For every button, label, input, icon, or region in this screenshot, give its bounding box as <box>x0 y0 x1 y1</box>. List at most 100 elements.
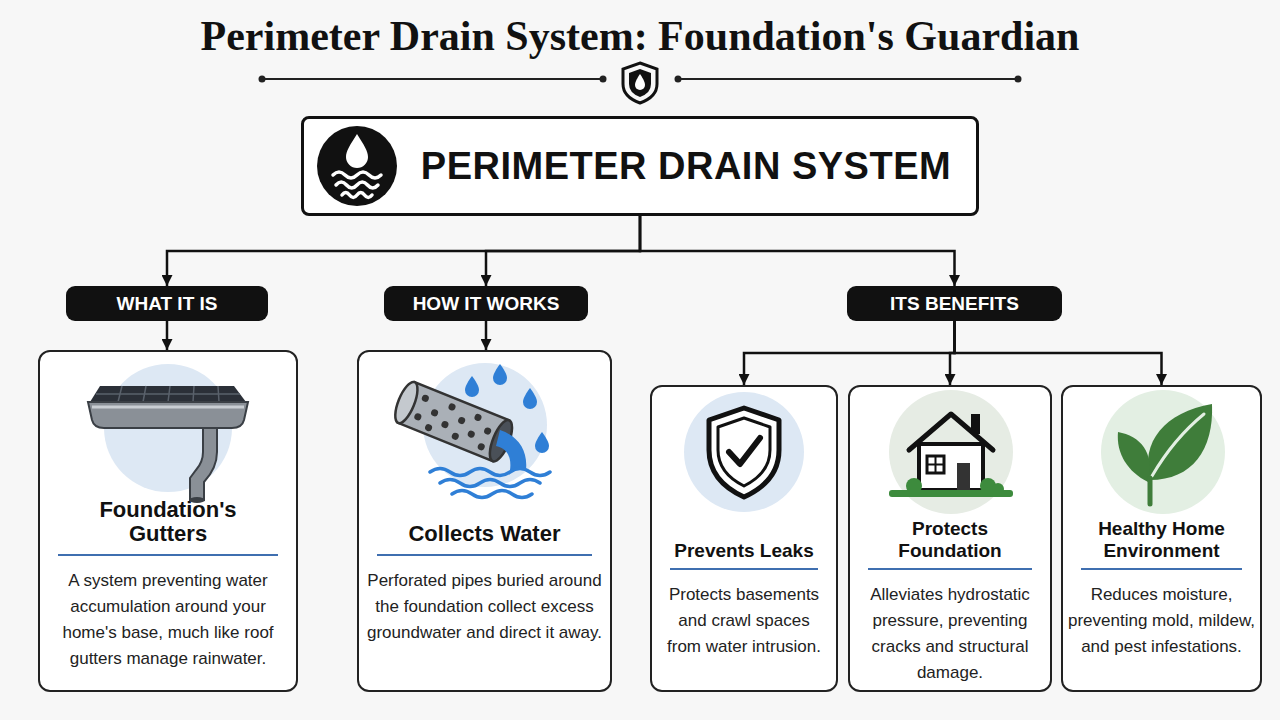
house-icon <box>889 390 1013 514</box>
water-wave <box>440 480 540 487</box>
water-drop <box>493 364 507 385</box>
perforated-pipe <box>391 379 517 464</box>
card-body-text: Perforated pipes buried around the found… <box>365 568 604 646</box>
water-wave <box>452 491 532 498</box>
house-chimney <box>971 414 980 434</box>
pipe-end <box>391 379 422 426</box>
pipe-hole <box>440 420 449 429</box>
ornament-dot <box>1015 76 1022 83</box>
pipe-icon <box>391 363 550 498</box>
gutter-lip <box>92 406 244 409</box>
pill-label: HOW IT WORKS <box>413 293 560 315</box>
house-window <box>927 456 944 473</box>
section-pill: WHAT IT IS <box>66 286 268 321</box>
connector <box>950 321 955 385</box>
shield-icon <box>684 392 804 512</box>
window-bars <box>927 456 944 473</box>
water-flow <box>496 430 526 470</box>
bush <box>980 478 996 494</box>
card-heading: Protects Foundation <box>868 515 1032 570</box>
ground <box>889 490 1013 497</box>
card-heading: Collects Water <box>377 512 592 556</box>
pipe-hole <box>413 412 422 421</box>
ornament-line <box>262 78 600 80</box>
shingle-lines <box>96 386 240 402</box>
card-heading: Foundation's Gutters <box>58 512 278 556</box>
pipe-hole <box>430 408 439 417</box>
card-body-text: A system preventing water accumulation a… <box>47 568 289 672</box>
shield-inner <box>718 418 770 486</box>
connector <box>485 321 488 350</box>
title-ornament <box>259 63 1022 103</box>
info-card: Foundation's Gutters A system preventing … <box>38 350 298 692</box>
water-drop <box>535 432 549 453</box>
pipe-hole <box>473 413 482 422</box>
pipe-hole <box>447 402 456 411</box>
info-card: Prevents LeaksProtects basements and cra… <box>650 385 838 692</box>
icon-circle <box>423 363 547 487</box>
card-body-text: Alleviates hydrostatic pressure, prevent… <box>860 582 1040 686</box>
water-wave <box>342 193 372 198</box>
connector <box>744 321 955 385</box>
leaf-icon <box>1101 390 1225 514</box>
water-drop <box>523 388 537 409</box>
water-drop <box>346 134 368 168</box>
icon-circle <box>684 392 804 512</box>
pipe-hole <box>477 442 486 451</box>
shield-outline <box>709 408 779 497</box>
pipe-hole <box>467 430 476 439</box>
pill-label: WHAT IT IS <box>117 293 218 315</box>
bush <box>906 478 922 494</box>
pipe-hole <box>457 416 466 425</box>
pipe-hole <box>451 432 460 441</box>
info-card: Collects WaterPerforated pipes buried ar… <box>357 350 612 692</box>
pipe-hole <box>483 426 492 435</box>
water-wave <box>336 182 378 188</box>
info-card: Protects FoundationAlleviates hydrostati… <box>848 385 1052 692</box>
card-heading: Healthy Home Environment <box>1081 515 1242 570</box>
check-mark <box>729 438 760 464</box>
box-label: PERIMETER DRAIN SYSTEM <box>404 119 968 213</box>
pipe-mouth <box>485 417 516 464</box>
section-pill: ITS BENEFITS <box>847 286 1062 321</box>
icon-circle <box>1101 390 1225 514</box>
water-wave <box>430 469 550 476</box>
connector <box>640 216 955 286</box>
icon-circle <box>104 364 232 492</box>
leaf-stem <box>1148 478 1153 504</box>
pipe-hole <box>421 394 430 403</box>
water-drop <box>465 376 479 397</box>
connector <box>166 321 169 350</box>
shield-fill <box>629 69 651 97</box>
pipe-hole <box>424 423 433 432</box>
card-body-text: Protects basements and crawl spaces from… <box>661 582 827 660</box>
pipe-body <box>398 382 509 461</box>
water-drop <box>635 74 645 90</box>
card-body-text: Reduces moisture, preventing mold, milde… <box>1066 582 1257 660</box>
section-pill: HOW IT WORKS <box>384 286 588 321</box>
house-roof <box>909 414 993 450</box>
roof-shingles <box>90 386 246 402</box>
leaf <box>1118 432 1150 482</box>
shield-outline <box>623 63 657 103</box>
connector <box>955 321 1162 385</box>
card-heading: Prevents Leaks <box>670 515 818 570</box>
ornament-dot <box>259 76 266 83</box>
ornament-dot <box>600 76 607 83</box>
diagram-title: Perimeter Drain System: Foundation's Gua… <box>0 10 1280 62</box>
icon-circle <box>889 390 1013 514</box>
leaf-vein <box>1152 414 1204 476</box>
house-door <box>957 463 970 490</box>
ornament-dot <box>675 76 682 83</box>
connector <box>486 216 640 286</box>
downspout-end <box>189 497 205 503</box>
gutter-icon <box>88 364 248 503</box>
leaf <box>1148 404 1212 480</box>
connector <box>167 216 640 286</box>
info-card: Healthy Home EnvironmentReduces moisture… <box>1061 385 1262 692</box>
gutter-trough <box>88 402 248 428</box>
bush <box>992 483 1004 495</box>
main-box: PERIMETER DRAIN SYSTEM <box>301 116 979 216</box>
